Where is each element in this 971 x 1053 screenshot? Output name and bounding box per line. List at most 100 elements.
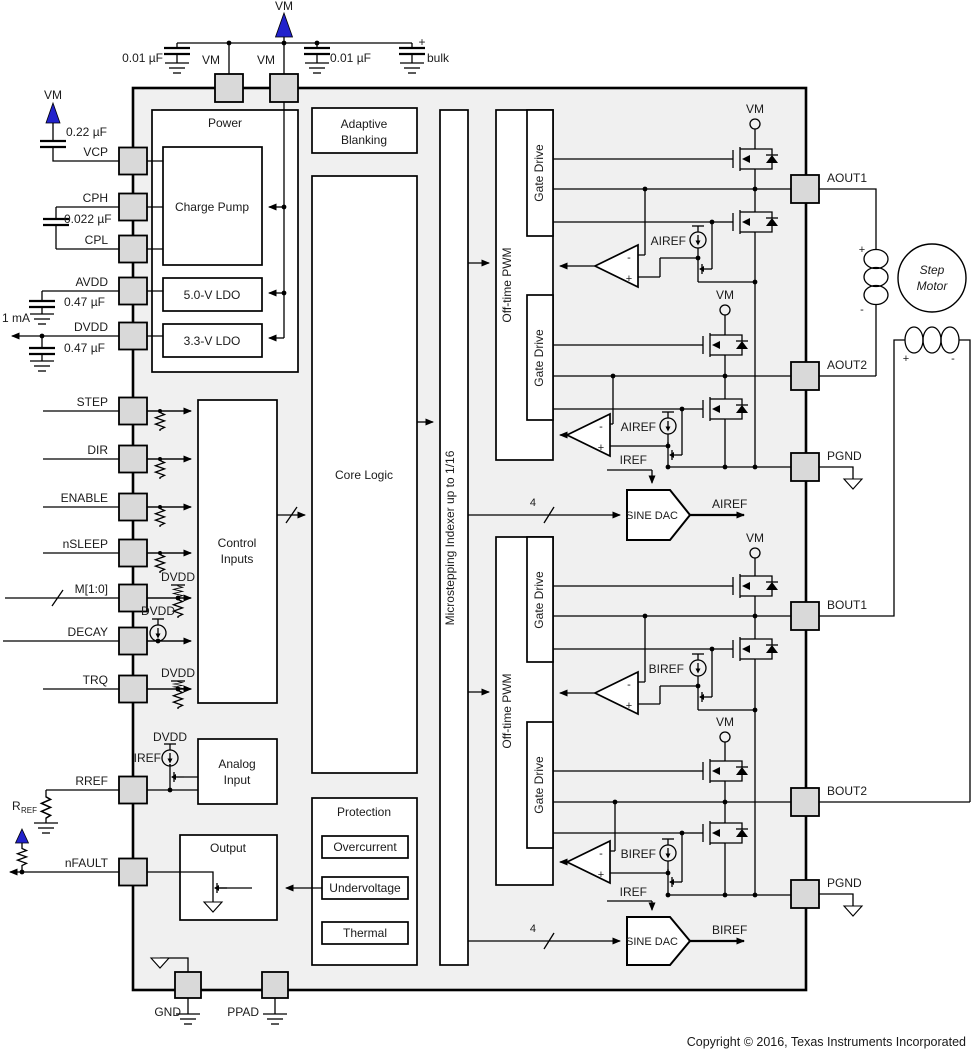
label-comp-b1-plus: + [626,700,632,712]
power-section [151,109,299,373]
nfault-circuit [9,828,322,913]
pin-pgnd-b [790,879,820,909]
pin-rref [118,775,148,805]
label-undervoltage: Undervoltage [329,881,401,895]
block-output [179,834,278,921]
label-comp-b2-plus: + [598,869,604,881]
block-gate-drive-a1 [526,109,554,237]
label-1ma: 1 mA [2,311,30,325]
pin-nsleep [118,538,148,568]
motor-circuit [819,188,971,803]
label-core-logic: Core Logic [335,468,393,482]
label-overcurrent: Overcurrent [333,840,397,854]
label-indexer: Microstepping Indexer up to 1/16 [443,450,457,625]
label-cap-001-right: 0.01 µF [330,51,371,65]
label-coil-b-plus: + [903,353,909,365]
label-aout1: AOUT1 [827,171,867,185]
label-dvdd-decay: DVDD [141,604,175,618]
block-analog-input [197,738,278,805]
pin-pgnd-a [790,452,820,482]
label-sine-dac-a: SINE DAC [626,510,678,522]
label-dvdd-iref: DVDD [153,730,187,744]
label-cph: CPH [83,191,108,205]
label-comp-b1-minus: - [627,679,631,691]
avdd-circuit [27,290,163,325]
block-gate-drive-b2 [526,721,554,849]
pin-aout1 [790,174,820,204]
block-gate-drive-b1 [526,536,554,663]
pin-avdd [118,276,148,306]
pin-vm-b [269,73,299,103]
label-vm-fet-b1: VM [746,531,764,545]
label-airef-cs2: AIREF [621,420,656,434]
label-comp-a1-minus: - [627,252,631,264]
label-pgnd-a: PGND [827,449,862,463]
label-cap-dvdd: 0.47 µF [64,341,105,355]
label-dvdd-trq: DVDD [161,666,195,680]
label-dvdd-mode: DVDD [161,570,195,584]
label-cap-avdd: 0.47 µF [64,295,105,309]
pin-trq [118,674,148,704]
pins [118,73,820,999]
vm-vcp-arrow-icon [45,101,61,124]
pin-step [118,396,148,426]
label-cap-cp: 0.022 µF [64,212,112,226]
step-motor-icon [897,243,967,313]
block-adaptive-blanking [311,107,418,154]
logic-wiring [277,259,621,950]
label-mode: M[1:0] [75,582,108,596]
label-airef-cs1: AIREF [651,234,686,248]
label-bus4-b: 4 [530,923,536,935]
label-ppad: PPAD [227,1005,259,1019]
label-control2: Inputs [221,552,254,566]
label-iref-b: IREF [620,885,647,899]
label-biref-cs1: BIREF [649,662,684,676]
nfault-pullup-arrow-icon [14,828,30,844]
label-rref: RREF [75,774,108,788]
label-dvdd: DVDD [74,320,108,334]
label-avdd: AVDD [76,275,109,289]
label-vm-top: VM [275,0,293,13]
label-adaptive1: Adaptive [341,117,388,131]
label-iref-cs: IREF [134,751,161,765]
label-protection: Protection [337,805,391,819]
dvdd-circuit [11,332,163,372]
block-gate-drive-a2 [526,294,554,421]
label-gnd: GND [154,1005,181,1019]
label-biref-out: BIREF [712,923,747,937]
label-motor1: Step [920,263,945,277]
bridge-a [553,118,791,470]
label-ldo5: 5.0-V LDO [184,288,241,302]
label-rref-r: R [12,799,21,813]
label-motor2: Motor [917,279,949,293]
label-bulk: bulk [427,51,450,65]
protection-section [311,797,418,966]
sine-dac-a [607,469,745,541]
pin-vcp [118,146,148,176]
label-ldo3: 3.3-V LDO [184,334,241,348]
label-comp-a2-plus: + [598,442,604,454]
label-charge-pump: Charge Pump [175,200,249,214]
pin-aout2 [790,361,820,391]
block-core-logic [311,175,418,774]
label-bulk-plus: + [418,35,425,49]
label-aout2: AOUT2 [827,358,867,372]
label-nfault: nFAULT [65,856,109,870]
label-gate-drive-a2: Gate Drive [532,329,546,387]
block-microstepping-indexer [439,109,469,966]
pin-cpl [118,234,148,264]
label-power: Power [208,116,242,130]
label-offtime-pwm-a: Off-time PWM [500,247,514,322]
vcp-circuit [38,101,163,162]
label-vm-vcp: VM [44,88,62,102]
pin-enable [118,492,148,522]
label-dir: DIR [87,443,108,457]
pin-bout1 [790,601,820,631]
label-cap-vcp: 0.22 µF [66,125,107,139]
label-coil-b-minus: - [951,353,955,365]
block-overcurrent [321,835,409,859]
charge-pump-caps [41,206,163,250]
label-analog2: Input [224,773,251,787]
pin-vm-a [214,73,244,103]
